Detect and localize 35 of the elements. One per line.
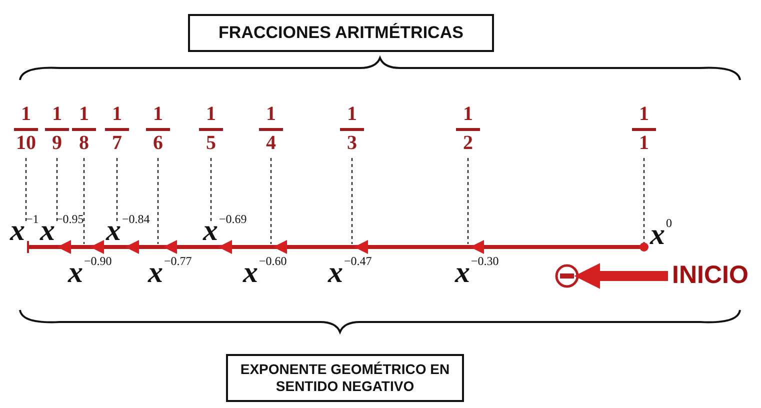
fraction-numerator: 1: [72, 104, 96, 131]
heading-box: EXPONENTE GEOMÉTRICO EN SENTIDO NEGATIVO: [226, 354, 464, 402]
fraction-numerator: 1: [14, 104, 38, 131]
fraction-denominator: 7: [111, 133, 123, 153]
fraction-denominator: 3: [346, 133, 358, 153]
fraction-numerator: 1: [259, 104, 283, 131]
power-label: x$^{−0.77}$: [148, 258, 191, 291]
fraction-numerator: 1: [456, 104, 480, 131]
power-label: x$^{−0.47}$: [328, 258, 371, 291]
power-label: x$^{−0.95}$: [40, 216, 83, 249]
fraction-denominator: 5: [205, 133, 217, 153]
power-label: x$^{0}$: [650, 220, 671, 253]
fraction-denominator: 6: [152, 133, 164, 153]
power-label: x$^{−0.90}$: [68, 258, 111, 291]
fraction-denominator: 9: [51, 133, 63, 153]
start-label: INICIO: [672, 261, 748, 290]
fraction-numerator: 1: [105, 104, 129, 131]
power-label: x$^{−0.69}$: [203, 216, 246, 249]
fraction-denominator: 4: [265, 133, 277, 153]
fraction-numerator: 1: [199, 104, 223, 131]
fraction-numerator: 1: [340, 104, 364, 131]
minus-sign-icon: [555, 264, 579, 288]
power-label: x$^{−0.30}$: [455, 258, 498, 291]
fraction-numerator: 1: [45, 104, 69, 131]
fraction-numerator: 1: [632, 104, 656, 131]
fraction-numerator: 1: [146, 104, 170, 131]
fraction-denominator: 1: [638, 133, 650, 153]
fraction-denominator: 8: [78, 133, 90, 153]
power-label: x$^{−0.60}$: [243, 258, 286, 291]
fraction-denominator: 10: [15, 133, 37, 153]
power-label: x$^{−1}$: [10, 216, 38, 249]
fraction-denominator: 2: [462, 133, 474, 153]
heading-box: FRACCIONES ARITMÉTRICAS: [188, 14, 494, 52]
arrow: [574, 263, 668, 289]
power-label: x$^{−0.84}$: [106, 216, 149, 249]
